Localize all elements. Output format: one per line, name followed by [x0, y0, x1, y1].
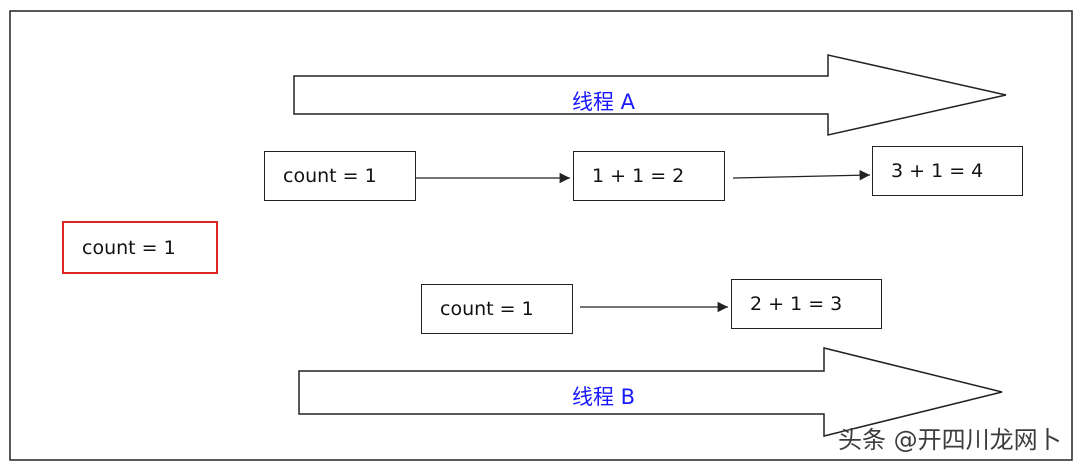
thread-a-step-1: count = 1 [264, 151, 416, 201]
thread-b-arrow [298, 347, 1003, 437]
thread-a-connector-2 [732, 170, 871, 181]
thread-a-step-3: 3 + 1 = 4 [872, 146, 1023, 196]
thread-a-step-2: 1 + 1 = 2 [573, 151, 725, 201]
thread-b-step-1: count = 1 [421, 284, 573, 334]
thread-b-label: 线程 B [572, 385, 636, 409]
thread-a-arrow [293, 54, 1007, 136]
shared-count-box: count = 1 [62, 221, 218, 274]
diagram-frame [9, 10, 1073, 461]
watermark-text: 头条 @开四川龙网卜 [838, 426, 1062, 454]
thread-a-label: 线程 A [572, 90, 636, 114]
thread-b-step-2: 2 + 1 = 3 [731, 279, 882, 329]
